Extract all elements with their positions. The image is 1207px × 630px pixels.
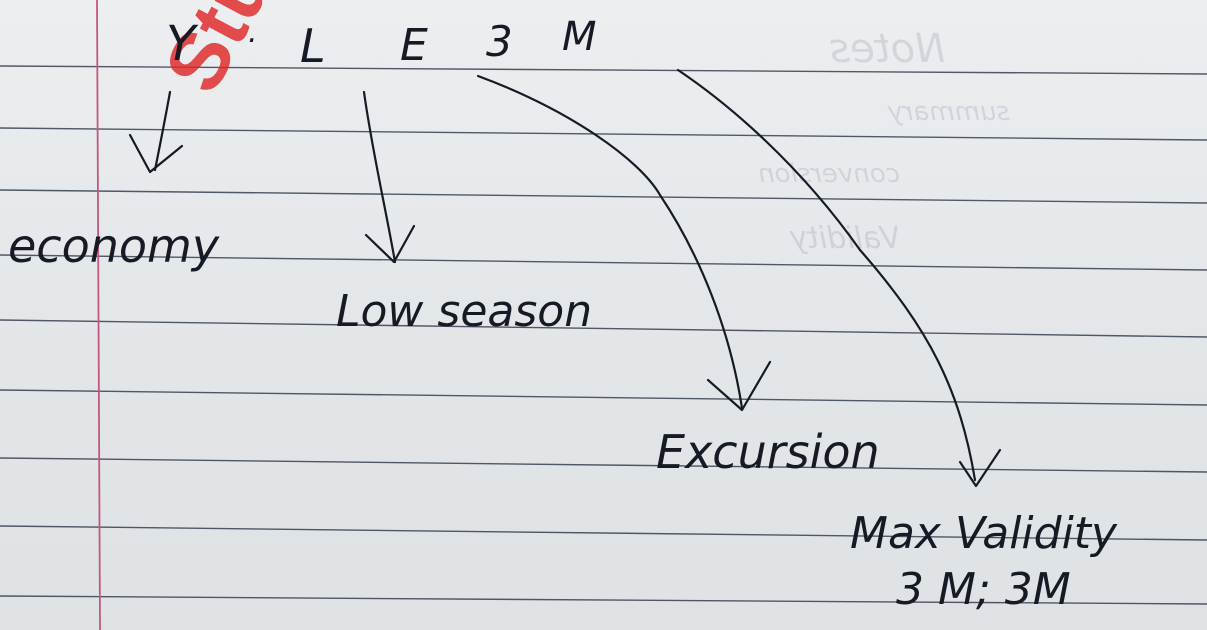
rule-line [0, 254, 1207, 271]
rule-line [0, 189, 1207, 204]
svg-text:summary: summary [887, 97, 1010, 127]
label-low-season: Low season [336, 286, 592, 337]
label-max-validity: Max Validity [850, 508, 1118, 559]
svg-text:conversion: conversion [758, 159, 900, 189]
rule-line [0, 595, 1207, 605]
arrow-y [153, 90, 172, 172]
rule-line [0, 389, 1207, 406]
rule-line [0, 127, 1207, 141]
arrow-e-head [706, 360, 772, 412]
svg-text:Validity: Validity [788, 221, 900, 256]
label-excursion: Excursion [656, 425, 880, 479]
code-letter-l: L [300, 19, 326, 73]
code-letter-m: M [562, 14, 597, 60]
arrow-l [362, 90, 397, 264]
arrows [128, 68, 1002, 488]
margin-line [96, 0, 101, 630]
fare-code: Y . L E 3 M [166, 14, 597, 73]
arrow-y-head [128, 133, 184, 174]
arrow-l-head [364, 224, 416, 264]
svg-text:Notes: Notes [829, 26, 945, 72]
arrow-m [676, 68, 977, 482]
arrow-m-head [958, 448, 1002, 488]
code-letter-y: Y [166, 16, 199, 72]
rule-line [0, 65, 1207, 75]
rule-line [0, 319, 1207, 338]
ruled-lines [0, 65, 1207, 605]
rule-line [0, 525, 1207, 541]
arrow-e [476, 74, 744, 410]
code-letter-3: 3 [486, 17, 513, 66]
label-validity-months: 3 M; 3M [896, 564, 1071, 615]
show-through-marks: Notes summary conversion Validity [758, 26, 1010, 256]
label-economy: economy [8, 219, 220, 273]
code-separator: . [248, 15, 258, 50]
rule-line [0, 457, 1207, 473]
code-letter-e: E [400, 20, 428, 71]
